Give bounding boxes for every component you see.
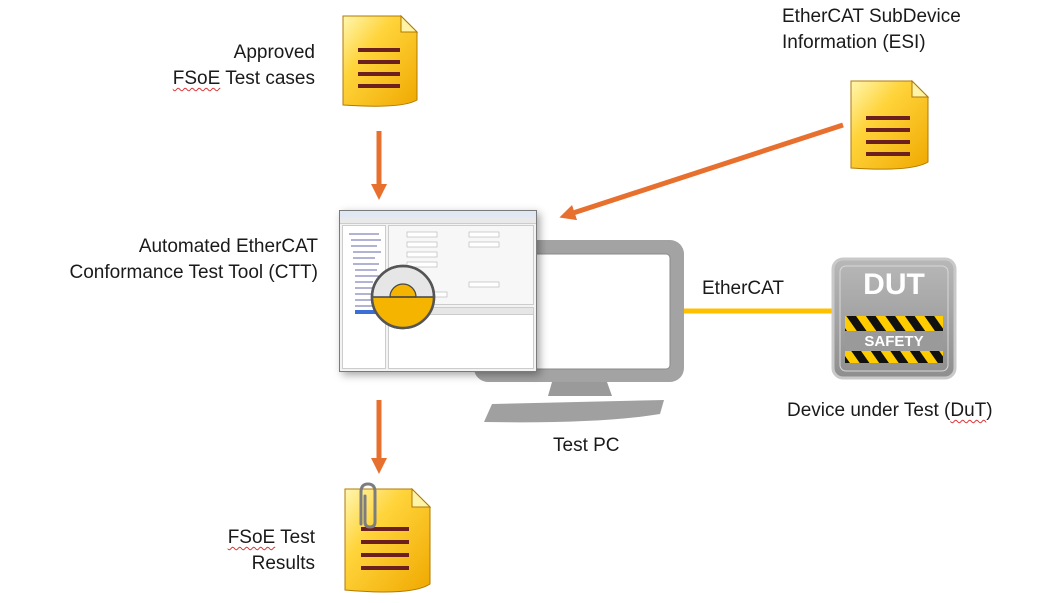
approved-line2: FSoE Test cases bbox=[100, 66, 315, 92]
results-fsoe-word: FSoE bbox=[227, 527, 276, 548]
ethercat-label: EtherCAT bbox=[702, 278, 785, 299]
approved-testcases-document-icon bbox=[342, 14, 419, 107]
approved-testcases-label: Approved FSoE Test cases bbox=[100, 40, 315, 92]
dut-safety-label: SAFETY bbox=[864, 333, 924, 350]
ctt-logo-icon bbox=[370, 264, 436, 330]
esi-document-icon bbox=[850, 79, 930, 170]
ctt-line1: Automated EtherCAT bbox=[138, 236, 318, 257]
results-line2: Results bbox=[251, 553, 315, 574]
ctt-label: Automated EtherCAT Conformance Test Tool… bbox=[0, 234, 319, 286]
ctt-screenshot bbox=[339, 210, 537, 372]
test-pc-label: Test PC bbox=[553, 435, 620, 456]
results-document-icon bbox=[344, 482, 432, 593]
ctt-line2: Conformance Test Tool (CTT) bbox=[69, 262, 319, 283]
esi-label: EtherCAT SubDevice Information (ESI) bbox=[782, 4, 1032, 56]
dut-title: DUT bbox=[863, 268, 925, 301]
dut-label: Device under Test (DuT) bbox=[787, 398, 993, 424]
esi-line2: Information (ESI) bbox=[782, 32, 926, 53]
dut-label-close: ) bbox=[986, 400, 993, 421]
keyboard-icon bbox=[484, 400, 664, 423]
approved-line1: Approved bbox=[233, 42, 315, 63]
arrow-esi-to-ctt bbox=[559, 122, 844, 221]
paperclip-icon bbox=[359, 482, 377, 529]
results-test-word: Test bbox=[275, 527, 315, 548]
results-line1: FSoE Test bbox=[150, 525, 315, 551]
results-label: FSoE Test Results bbox=[150, 525, 315, 577]
esi-line1: EtherCAT SubDevice bbox=[782, 6, 961, 27]
dut-label-text: Device under Test ( bbox=[787, 400, 951, 421]
ctt-toolbar bbox=[340, 217, 536, 224]
dut-abbrev: DuT bbox=[950, 400, 987, 421]
ctt-titlebar bbox=[340, 211, 536, 217]
ctt-log-panel bbox=[388, 307, 534, 369]
dut-safety-icon bbox=[831, 257, 957, 380]
approved-testcases-word: Test cases bbox=[220, 68, 315, 89]
approved-fsoe-word: FSoE bbox=[172, 68, 221, 89]
